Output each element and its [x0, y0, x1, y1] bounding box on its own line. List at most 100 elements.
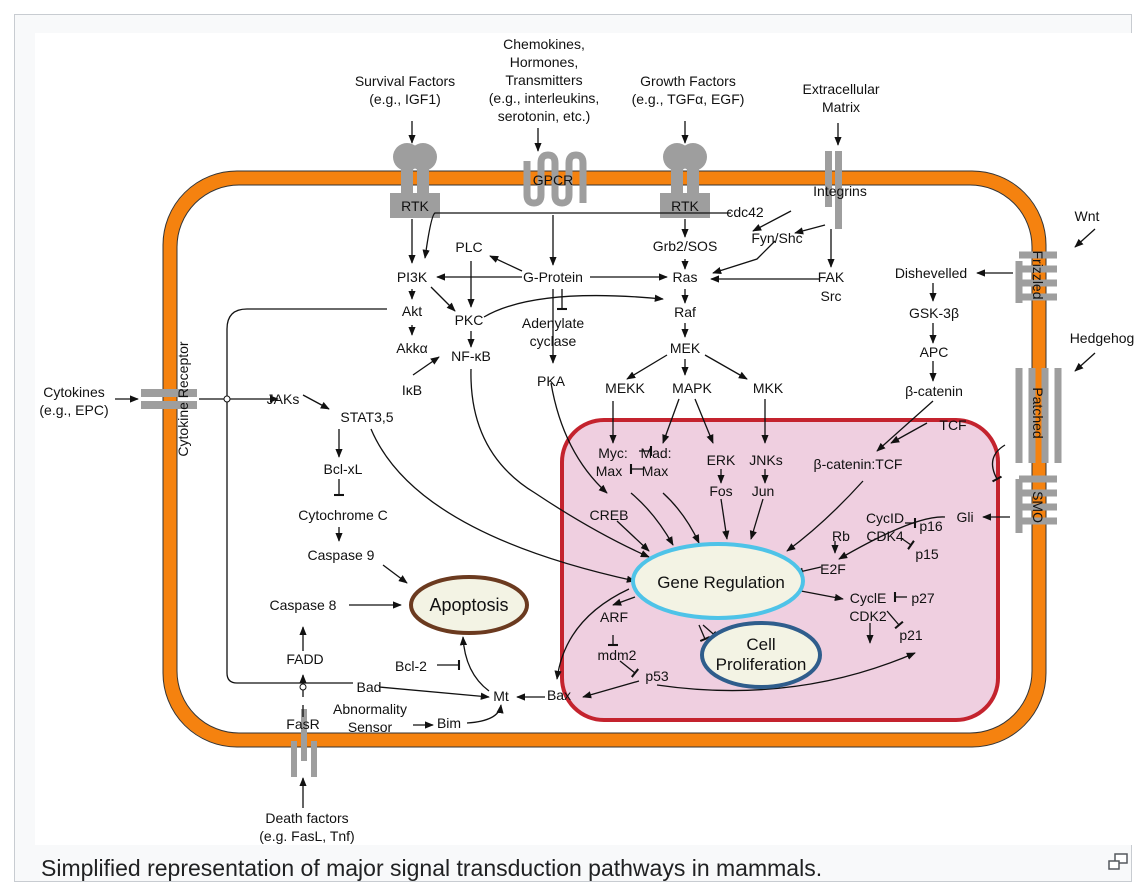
bim-node: Bim: [437, 715, 461, 731]
g-protein-node: G-Protein: [523, 269, 583, 285]
ikb-node: IκB: [402, 382, 422, 398]
smo-receptor: [1015, 475, 1057, 533]
grb2-node: Grb2/SOS: [653, 238, 718, 254]
survival-factors-example: (e.g., IGF1): [369, 91, 441, 107]
rtk-left-receptor: [390, 143, 440, 218]
growth-factors-example: (e.g., TGFα, EGF): [632, 91, 745, 107]
p27-node: p27: [911, 590, 935, 606]
cytokine-junction-dot: [223, 395, 231, 403]
bcatenin-tcf-node: β-catenin:TCF: [814, 456, 903, 472]
chemokines-label: Chemokines,: [503, 36, 585, 52]
e2f-node: E2F: [820, 561, 846, 577]
cell-membrane: [163, 171, 1046, 747]
caspase8-node: Caspase 8: [270, 597, 337, 613]
death-factors-example: (e.g. FasL, Tnf): [259, 828, 354, 844]
apc-node: APC: [920, 344, 949, 360]
hormones-label: Hormones,: [510, 54, 578, 70]
patched-receptor: [1015, 368, 1062, 463]
cdk2-node: CDK2: [849, 608, 887, 624]
cytokines-label: Cytokines: [43, 384, 104, 400]
p16-node: p16: [919, 518, 943, 534]
p21-node: p21: [899, 627, 923, 643]
ras-node: Ras: [673, 269, 698, 285]
rb-node: Rb: [832, 528, 850, 544]
patched-label: Patched: [1030, 387, 1046, 438]
cell-proliferation-label-2: Proliferation: [716, 655, 807, 674]
rtk-right-receptor: [660, 143, 710, 218]
mt-node: Mt: [493, 688, 509, 704]
fasr-receptor: [291, 709, 317, 777]
gsk-node: GSK-3β: [909, 305, 959, 321]
figure-frame: Survival Factors (e.g., IGF1) Chemokines…: [14, 14, 1141, 882]
jaks-node: JAKs: [267, 391, 300, 407]
mapk-node: MAPK: [672, 380, 712, 396]
cytokine-receptor: [141, 389, 197, 409]
gpcr-receptor: [523, 151, 587, 207]
wnt-label: Wnt: [1075, 208, 1100, 224]
p15-node: p15: [915, 546, 939, 562]
gene-regulation-label: Gene Regulation: [657, 573, 785, 592]
death-factors-label: Death factors: [265, 810, 348, 826]
fyn-node: Fyn/Shc: [751, 230, 802, 246]
fadd-node: FADD: [286, 651, 323, 667]
fasr-label: FasR: [286, 716, 319, 732]
mekk-node: MEKK: [605, 380, 645, 396]
src-node: Src: [821, 288, 842, 304]
bad-node: Bad: [357, 679, 382, 695]
bcl2-node: Bcl-2: [395, 658, 427, 674]
apoptosis-oval: [409, 575, 529, 635]
jun-node: Jun: [752, 483, 775, 499]
fak-node: FAK: [818, 269, 845, 285]
mdm2-node: mdm2: [598, 647, 637, 663]
gene-regulation-oval: [631, 542, 805, 620]
bcatenin-node: β-catenin: [905, 383, 963, 399]
cytokine-receptor-label: Cytokine Receptor: [175, 341, 191, 457]
mkk-node: MKK: [753, 380, 784, 396]
raf-node: Raf: [674, 304, 696, 320]
frizzled-label: Frizzled: [1030, 250, 1046, 299]
cdk4-node: CDK4: [866, 528, 904, 544]
akka-node: Akkα: [396, 340, 427, 356]
cytochrome-node: Cytochrome C: [298, 507, 387, 523]
integrins-label: Integrins: [813, 183, 867, 199]
cyce-node: CyclE: [850, 590, 887, 606]
cdc42-node: cdc42: [726, 204, 764, 220]
caspase9-node: Caspase 9: [308, 547, 375, 563]
bclxl-node: Bcl-xL: [324, 461, 363, 477]
enlarge-icon[interactable]: [1107, 853, 1129, 871]
abnormality-node: Abnormality: [333, 701, 407, 717]
pkc-node: PKC: [455, 312, 484, 328]
gli-node: Gli: [956, 509, 973, 525]
serotonin-label: serotonin, etc.): [498, 108, 591, 124]
mad-node: Mad:: [640, 445, 671, 461]
extracellular-label: Extracellular: [802, 81, 879, 97]
cell-proliferation-label-1: Cell: [746, 635, 775, 654]
integrins-receptor: [825, 151, 842, 229]
nfkb-node: NF-κB: [451, 348, 491, 364]
pka-node: PKA: [537, 373, 566, 389]
plc-node: PLC: [455, 239, 482, 255]
stat-node: STAT3,5: [340, 409, 393, 425]
bax-node: Bax: [547, 687, 571, 703]
transmitters-label: Transmitters: [505, 72, 582, 88]
tcf-node: TCF: [939, 417, 966, 433]
cyclase-node: cyclase: [530, 333, 577, 349]
dishevelled-node: Dishevelled: [895, 265, 967, 281]
frizzled-receptor: [1015, 251, 1057, 303]
apoptosis-label: Apoptosis: [429, 595, 508, 615]
adenylate-node: Adenylate: [522, 315, 584, 331]
arf-node: ARF: [600, 609, 628, 625]
p53-node: p53: [645, 668, 669, 684]
pathway-svg: Survival Factors (e.g., IGF1) Chemokines…: [39, 36, 1134, 844]
akt-node: Akt: [402, 303, 422, 319]
sensor-node: Sensor: [348, 719, 393, 735]
max1-node: Max: [596, 463, 622, 479]
fos-node: Fos: [709, 483, 732, 499]
pathway-connectors: [115, 121, 1096, 808]
growth-factors-label: Growth Factors: [640, 73, 736, 89]
jnks-node: JNKs: [749, 452, 782, 468]
pathway-diagram: Survival Factors (e.g., IGF1) Chemokines…: [35, 33, 1141, 845]
cell-proliferation-oval: [700, 621, 822, 689]
smo-label: SMO: [1030, 491, 1046, 523]
fadd-junction-dot: [299, 683, 307, 691]
